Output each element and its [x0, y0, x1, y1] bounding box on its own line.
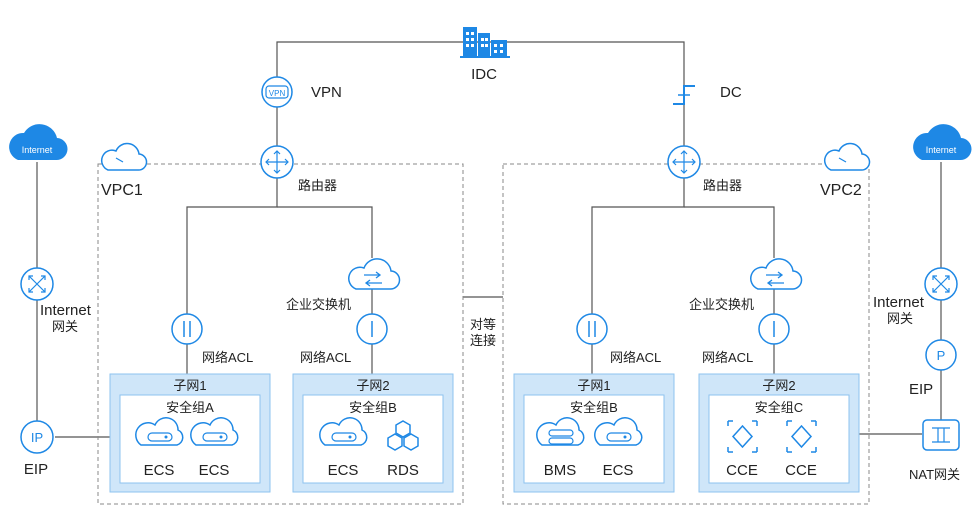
vpn-icon: VPN: [261, 76, 293, 108]
vpc1-acl-right-icon: [356, 313, 388, 345]
cce-1-icon: [727, 420, 758, 453]
vpc1-subnet1-title: 子网1: [173, 378, 207, 393]
vpc2-acl-right-icon: [758, 313, 790, 345]
vpc1-node-label: ECS: [327, 462, 359, 479]
nat-gateway-icon: [922, 419, 960, 451]
vpc2-node-label: BMS: [543, 462, 577, 479]
dc-label: DC: [720, 84, 742, 101]
peering-label-line2: 连接: [470, 333, 497, 348]
nat-gateway-label: NAT网关: [909, 467, 961, 482]
vpc2-subnet2-sg: 安全组C: [754, 400, 804, 415]
vpc2-enterprise-switch-icon: [750, 258, 803, 290]
left-internet-gateway-icon: [20, 267, 54, 301]
vpn-label: VPN: [311, 84, 342, 101]
svg-text:IP: IP: [31, 430, 43, 445]
vpc2-node-label: CCE: [726, 462, 758, 479]
vpc1-ecs-1-icon: [135, 417, 184, 446]
vpc2-node-label: CCE: [785, 462, 817, 479]
idc-building-icon: [460, 27, 510, 58]
direct-connect-icon: [673, 85, 695, 105]
left-internet-label: Internet: [22, 145, 53, 155]
connection-lines: [36, 41, 942, 438]
vpc2-node-label: ECS: [602, 462, 634, 479]
svg-text:VPN: VPN: [269, 89, 286, 98]
peering-label-line1: 对等: [470, 317, 497, 332]
left-gateway-label-line2: 网关: [52, 319, 79, 334]
right-eip-label: EIP: [909, 381, 934, 398]
left-internet-cloud-icon: [9, 124, 68, 161]
rds-icon: [387, 420, 419, 451]
vpc2-ecs-icon: [594, 417, 643, 446]
right-gateway-label-line2: 网关: [887, 311, 914, 326]
right-internet-label: Internet: [926, 145, 957, 155]
svg-text:P: P: [937, 348, 946, 363]
vpc1-enterprise-switch-label: 企业交换机: [286, 297, 352, 312]
bms-icon: [536, 417, 585, 446]
right-internet-gateway-icon: [924, 267, 958, 301]
right-gateway-label-line1: Internet: [873, 294, 924, 311]
vpc2-name: VPC2: [820, 182, 862, 199]
vpc1-node-label: ECS: [143, 462, 175, 479]
vpc2-sg-c-box: [708, 394, 850, 484]
subnets: [109, 373, 860, 493]
left-eip-label: EIP: [23, 461, 49, 478]
vpc1-node-label: ECS: [198, 462, 230, 479]
vpc1-subnet2-title: 子网2: [356, 378, 390, 393]
vpc1-enterprise-switch-icon: [348, 258, 401, 290]
vpc1-router-label: 路由器: [298, 178, 338, 193]
vpc2-acl-left-icon: [576, 313, 608, 345]
right-internet-cloud-icon: [913, 124, 972, 161]
vpc1-subnet2-sg: 安全组B: [349, 400, 397, 415]
left-eip-icon: IP: [20, 420, 54, 454]
vpc2-acl-right-label: 网络ACL: [702, 350, 754, 365]
idc-label: IDC: [471, 66, 497, 83]
vpc2-cloud-icon: [823, 142, 871, 171]
vpc1-name: VPC1: [101, 182, 143, 199]
vpc2-subnet2-title: 子网2: [762, 378, 796, 393]
vpc2-router-label: 路由器: [703, 178, 743, 193]
vpc2-subnet1-title: 子网1: [577, 378, 611, 393]
vpc1-cloud-icon: [100, 142, 148, 171]
vpc1-ecs-3-icon: [319, 417, 368, 446]
vpc2-acl-left-label: 网络ACL: [610, 350, 662, 365]
vpc1-acl-left-icon: [171, 313, 203, 345]
vpc2-subnet1-sg: 安全组B: [570, 400, 618, 415]
vpc1-acl-left-label: 网络ACL: [202, 350, 254, 365]
left-gateway-label-line1: Internet: [40, 302, 91, 319]
vpc1-ecs-2-icon: [190, 417, 239, 446]
vpc1-node-label: RDS: [387, 462, 419, 479]
vpc2-router-icon: [667, 145, 701, 179]
vpc1-subnet1-sg: 安全组A: [166, 400, 214, 415]
cce-2-icon: [786, 420, 817, 453]
right-eip-icon: P: [925, 339, 957, 371]
vpc1-router-icon: [260, 145, 294, 179]
vpc2-enterprise-switch-label: 企业交换机: [689, 297, 755, 312]
vpc1-acl-right-label: 网络ACL: [300, 350, 352, 365]
